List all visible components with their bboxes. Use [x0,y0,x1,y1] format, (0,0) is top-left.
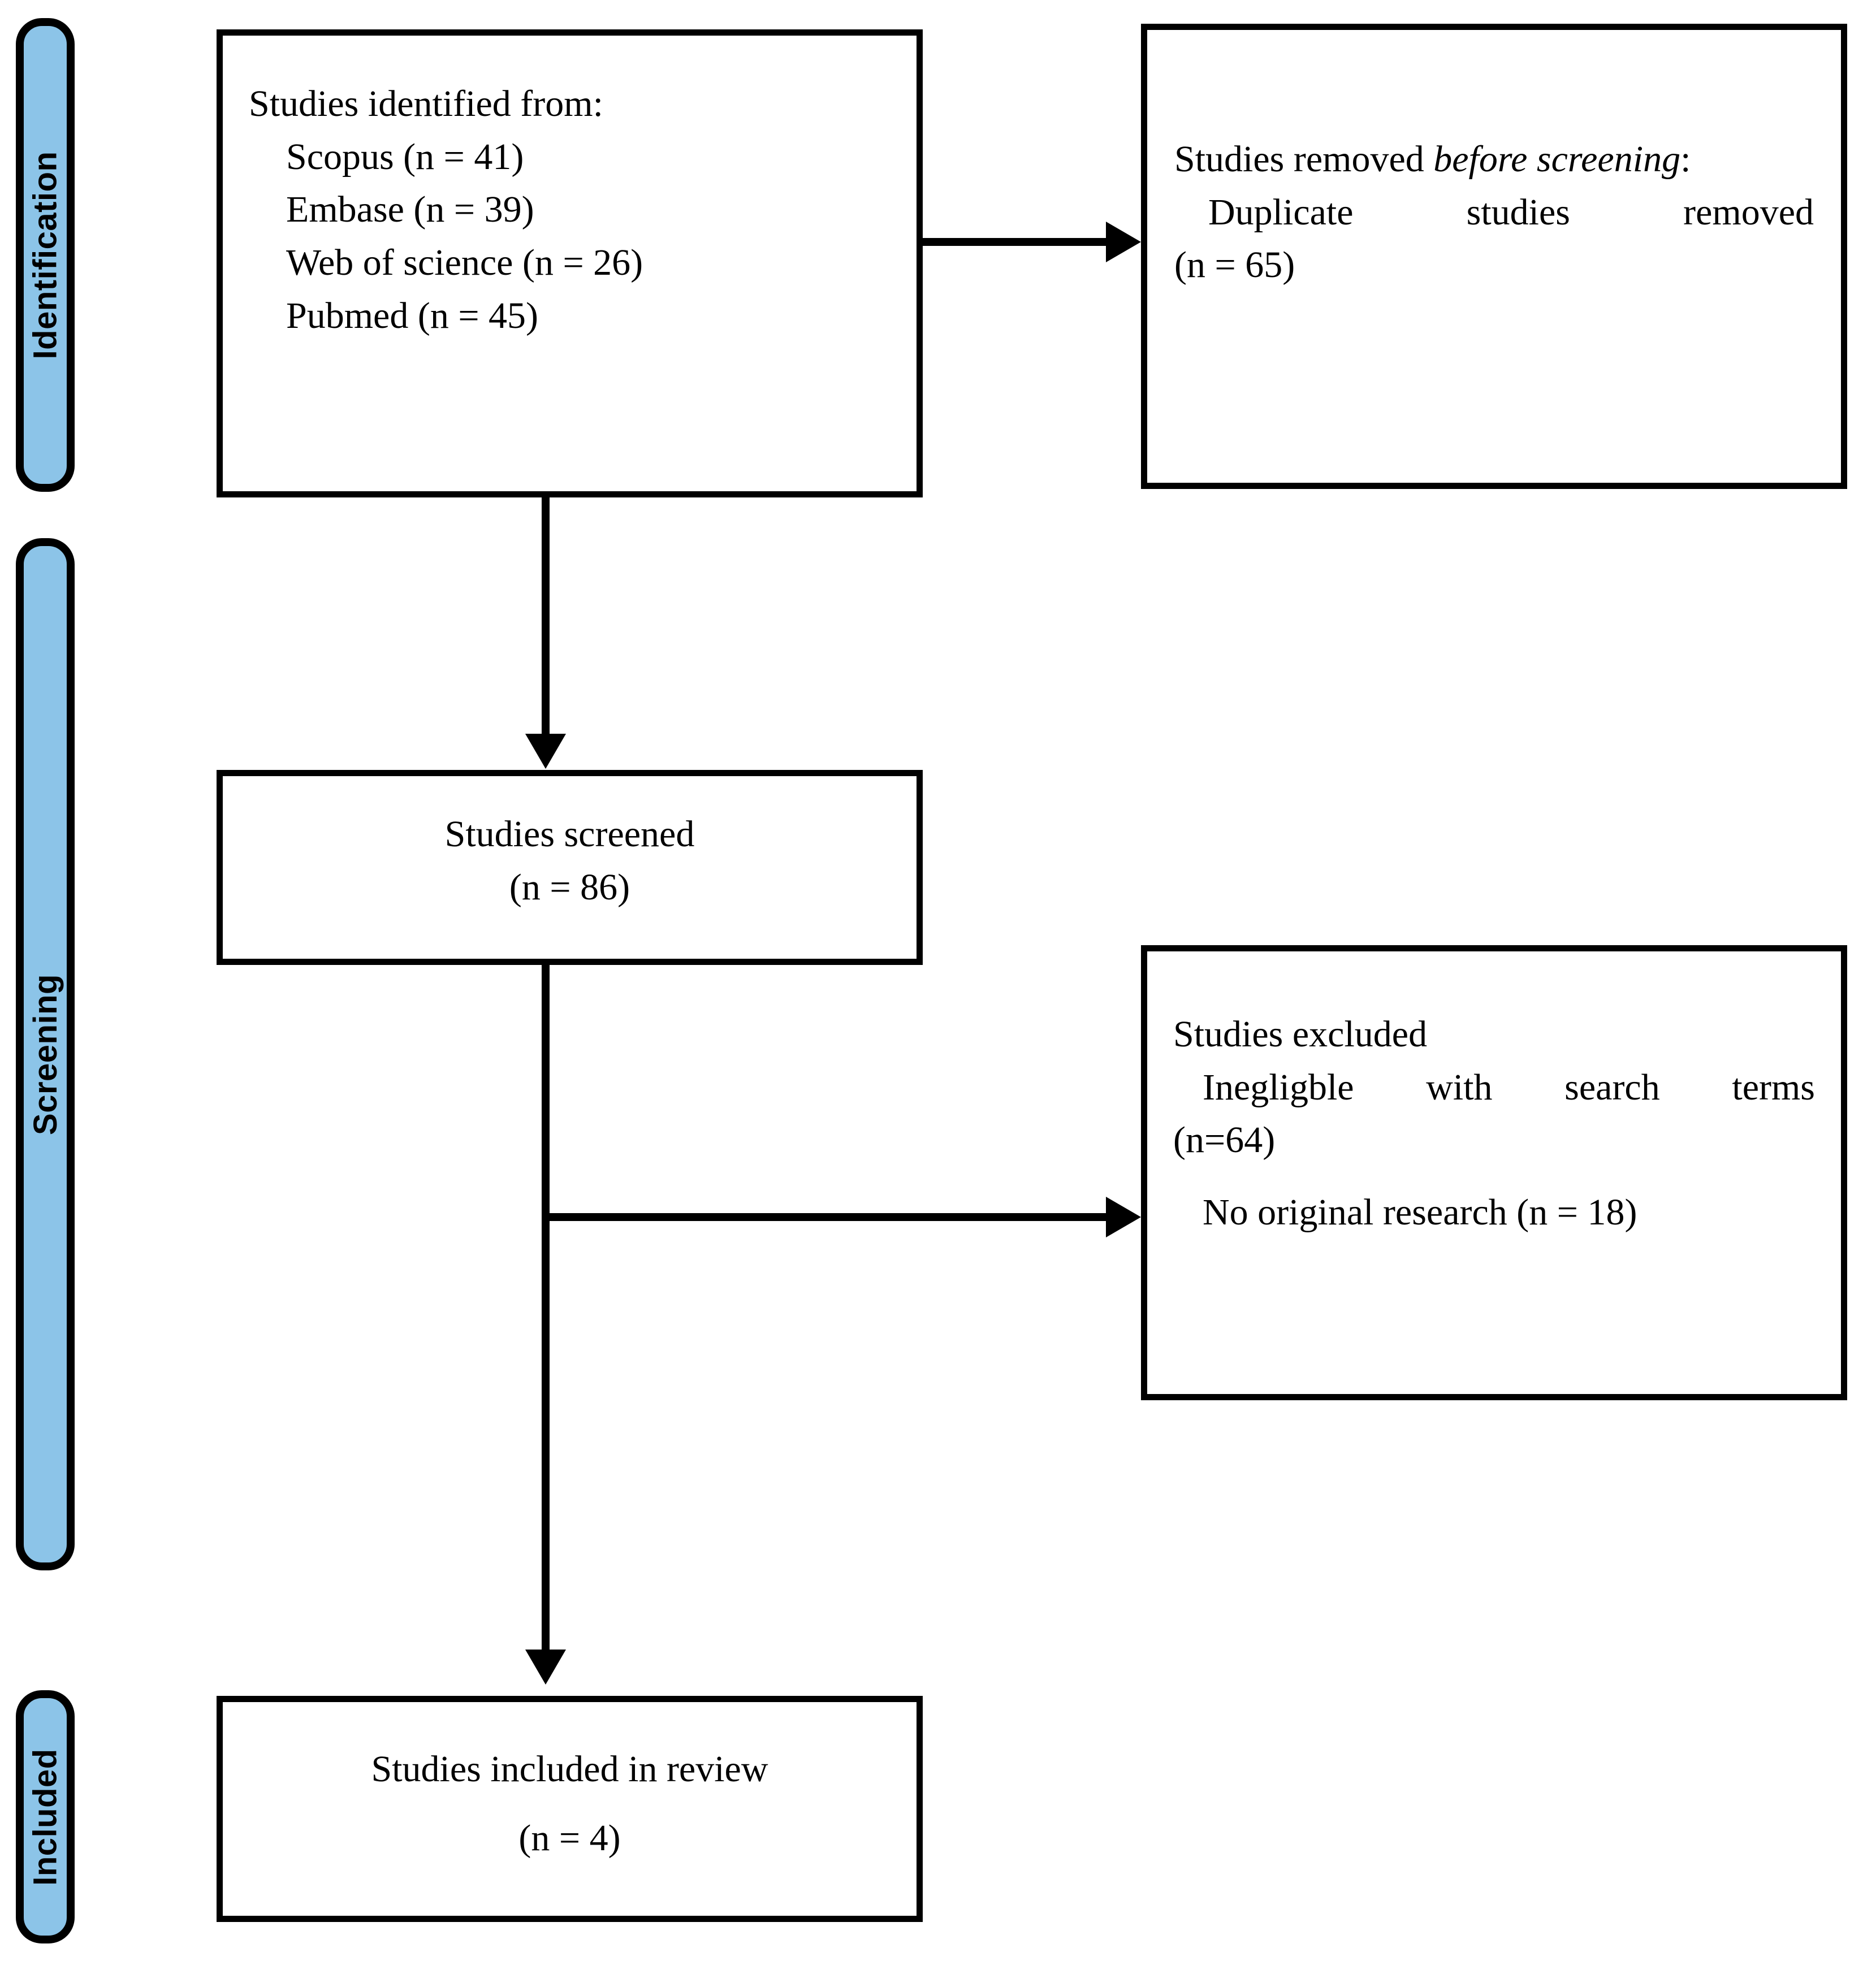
box-studies-included: Studies included in review (n = 4) [217,1696,923,1922]
arrowhead-identified-to-screened [525,734,566,769]
stage-identification: Identification [16,18,75,492]
removed-duplicate-count: (n = 65) [1174,244,1295,286]
removed-heading-italic: before screening [1433,138,1681,180]
screened-title: Studies screened [444,813,695,855]
identified-item-web-of-science: Web of science (n = 26) [286,242,643,284]
connector-identified-to-screened [542,497,550,737]
removed-heading: Studies removed before screening: [1174,133,1814,186]
box-studies-excluded: Studies excluded Inegligble with search … [1141,945,1847,1400]
stage-identification-label: Identification [27,151,64,359]
excluded-reason-no-original-research: No original research (n = 18) [1203,1192,1637,1233]
box-studies-removed: Studies removed before screening: Duplic… [1141,24,1847,489]
excluded-heading: Studies excluded [1173,1014,1428,1055]
box-studies-identified: Studies identified from: Scopus (n = 41)… [217,29,923,497]
stage-screening: Screening [16,538,75,1570]
identified-item-scopus: Scopus (n = 41) [286,136,524,178]
included-count: (n = 4) [518,1817,621,1859]
identified-item-embase: Embase (n = 39) [286,189,534,231]
connector-screened-to-excluded [542,1213,1109,1221]
stage-included: Included [16,1690,75,1943]
connector-identified-to-removed [923,238,1109,246]
identified-item-pubmed: Pubmed (n = 45) [286,295,539,336]
box-studies-screened: Studies screened (n = 86) [217,770,923,965]
excluded-reason-ineligible: Inegligble with search terms [1203,1066,1815,1108]
included-title: Studies included in review [371,1748,768,1790]
connector-screened-to-included [542,965,550,1653]
removed-duplicate-line: Duplicate studies removed [1208,191,1814,233]
removed-heading-plain: Studies removed [1174,138,1434,180]
stage-included-label: Included [27,1748,64,1886]
screened-count: (n = 86) [509,866,630,908]
arrowhead-screened-to-included [525,1650,566,1685]
removed-heading-colon: : [1680,138,1691,180]
stage-screening-label: Screening [27,973,64,1135]
identified-heading: Studies identified from: [249,83,603,124]
excluded-reason-ineligible-count: (n=64) [1173,1119,1276,1161]
arrowhead-identified-to-removed [1106,222,1141,262]
arrowhead-screened-to-excluded [1106,1197,1141,1237]
